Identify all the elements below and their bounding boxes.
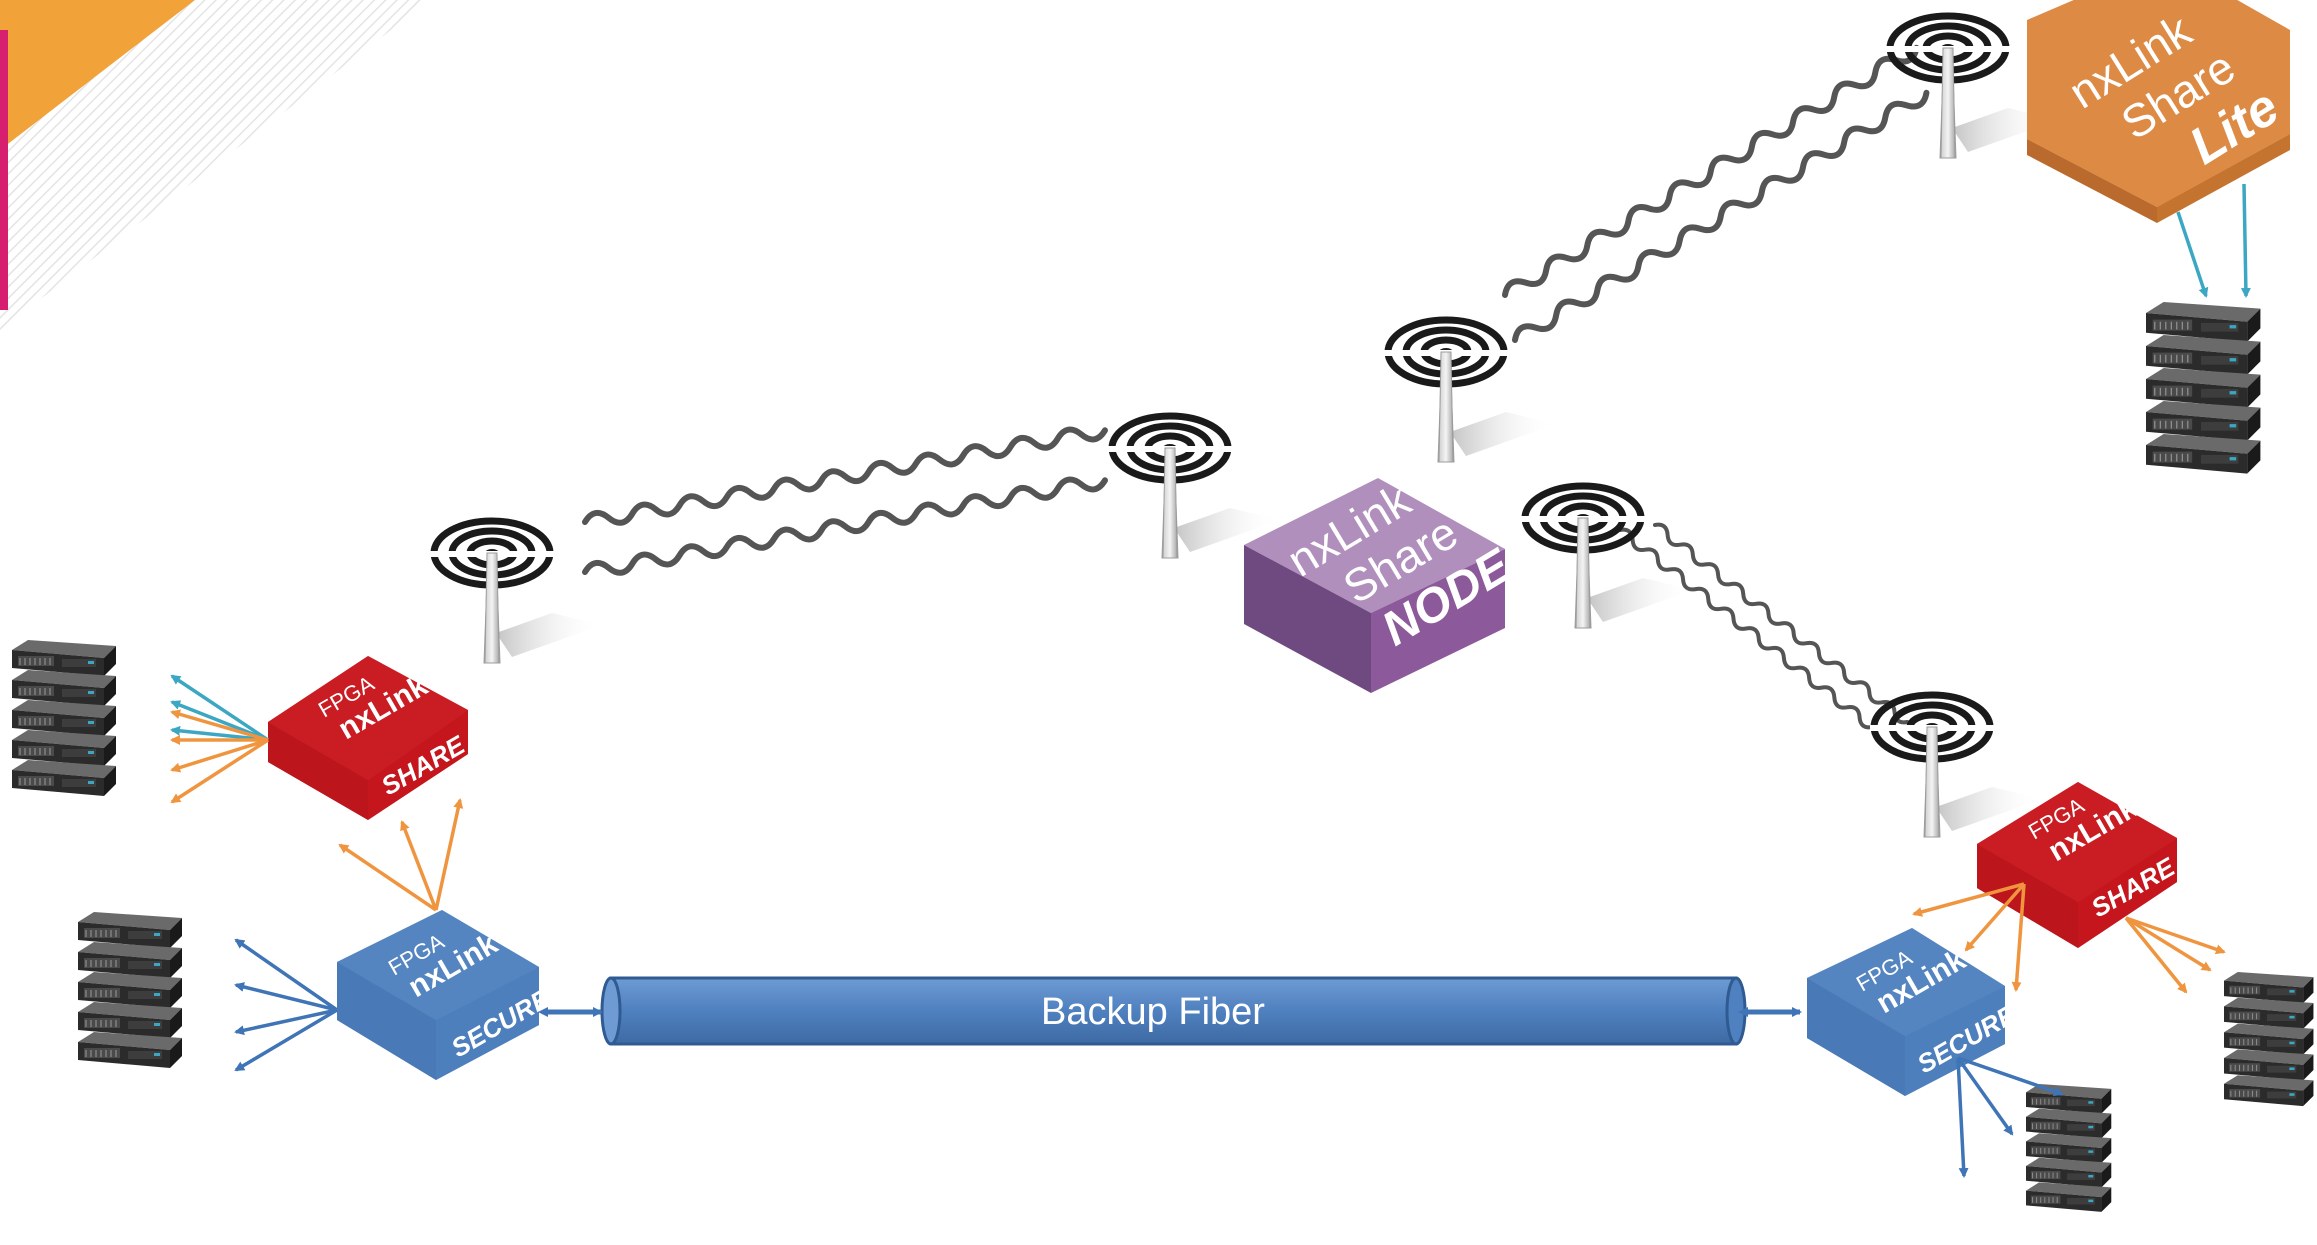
secure-right-server-arrows — [1956, 1056, 2064, 1178]
wireless-link-right — [1615, 519, 1912, 733]
wireless-link-left — [584, 423, 1106, 578]
secure-left-server-arrows — [234, 938, 338, 1072]
backup-fiber-label: Backup Fiber — [1041, 991, 1265, 1033]
server-rack-icon — [2146, 302, 2260, 474]
corner-decoration — [0, 0, 430, 330]
server-rack-icon — [2224, 972, 2313, 1106]
antenna-icon — [1108, 416, 1280, 558]
node-device: nxLink Share NODE — [1244, 473, 1521, 693]
antenna-icon — [1521, 486, 1693, 628]
antenna-icon — [1384, 320, 1556, 462]
share-right-server-arrows — [2124, 916, 2226, 994]
secure-left-up-arrows — [338, 798, 464, 912]
lite-server-arrows — [2176, 183, 2251, 298]
antenna-icon — [430, 521, 602, 663]
share-right-down-arrows — [1912, 882, 2026, 992]
share-device-right: FPGA nxLink SHARE — [1977, 782, 2180, 948]
antenna-icon — [1870, 695, 2042, 837]
server-rack-icon — [78, 912, 182, 1068]
server-rack-icon — [2026, 1084, 2111, 1212]
lite-device: nxLink Share Lite — [2027, 0, 2290, 223]
wireless-link-top — [1501, 42, 1930, 346]
backup-fiber: Backup Fiber — [600, 976, 1747, 1046]
secure-device-left: FPGA nxLink SECURE — [337, 910, 555, 1080]
share-device-left: FPGA nxLink SHARE — [268, 656, 470, 820]
server-rack-icon — [12, 640, 116, 796]
share-left-arrows — [170, 674, 269, 804]
